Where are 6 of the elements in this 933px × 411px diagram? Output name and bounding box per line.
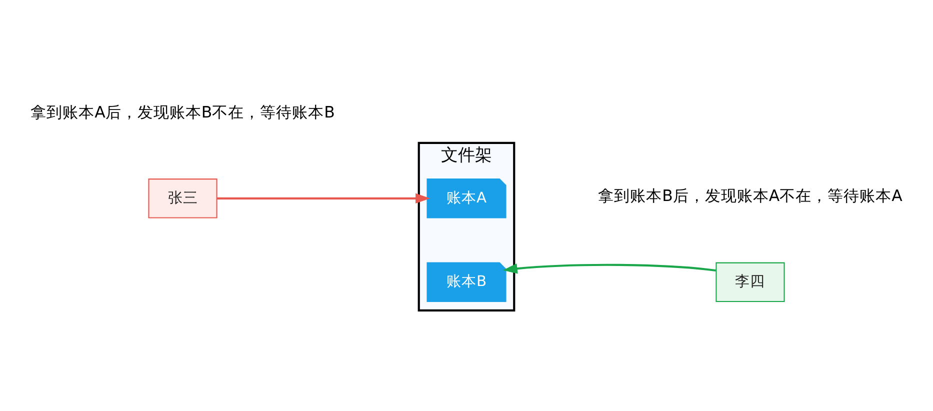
- node-box: 李四: [716, 262, 785, 302]
- arrow: [216, 192, 430, 204]
- node-label: 拿到账本A后，发现账本B不在，等待账本B: [30, 102, 335, 121]
- node-label: 拿到账本B后，发现账本A不在，等待账本A: [598, 186, 902, 205]
- node-box: 张三: [148, 178, 218, 218]
- arrow: [502, 263, 716, 274]
